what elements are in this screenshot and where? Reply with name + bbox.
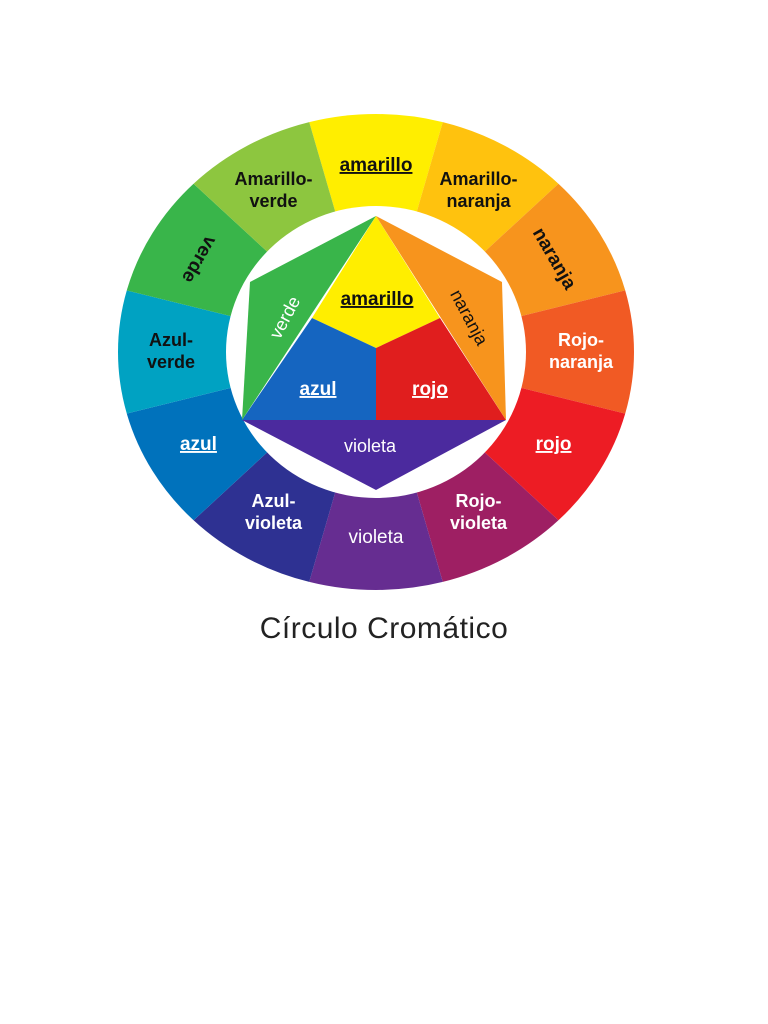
ring-label-rojo-naranja: Rojo-naranja: [549, 330, 614, 372]
ring-label-rojo-violeta: Rojo-violeta: [450, 491, 508, 533]
diagram-caption: Círculo Cromático: [259, 612, 509, 645]
center-green-triangle: [242, 216, 376, 420]
center-azul-label: azul: [300, 379, 337, 400]
center-orange-triangle: [376, 216, 506, 420]
center-star: amarillo azul rojo verde naranja violeta: [242, 216, 506, 490]
center-yellow-segment: [312, 216, 440, 348]
ring-label-amarillo-naranja: Amarillo-naranja: [439, 169, 517, 211]
center-red-segment: [376, 318, 506, 420]
ring-label-azul-verde: Azul-verde: [147, 330, 195, 372]
center-amarillo-label: amarillo: [341, 289, 414, 310]
center-violeta-label: violeta: [344, 436, 397, 456]
ring-label-azul: azul: [180, 434, 217, 455]
ring-label-violeta: violeta: [349, 527, 404, 548]
center-blue-segment: [242, 318, 376, 420]
ring-label-rojo: rojo: [536, 434, 572, 455]
ring-label-amarillo: amarillo: [340, 155, 413, 176]
center-rojo-label: rojo: [412, 379, 448, 400]
ring-label-azul-violeta: Azul-violeta: [245, 491, 303, 533]
ring-label-amarillo-verde: Amarillo-verde: [234, 169, 312, 211]
center-violet-triangle: [242, 420, 506, 490]
